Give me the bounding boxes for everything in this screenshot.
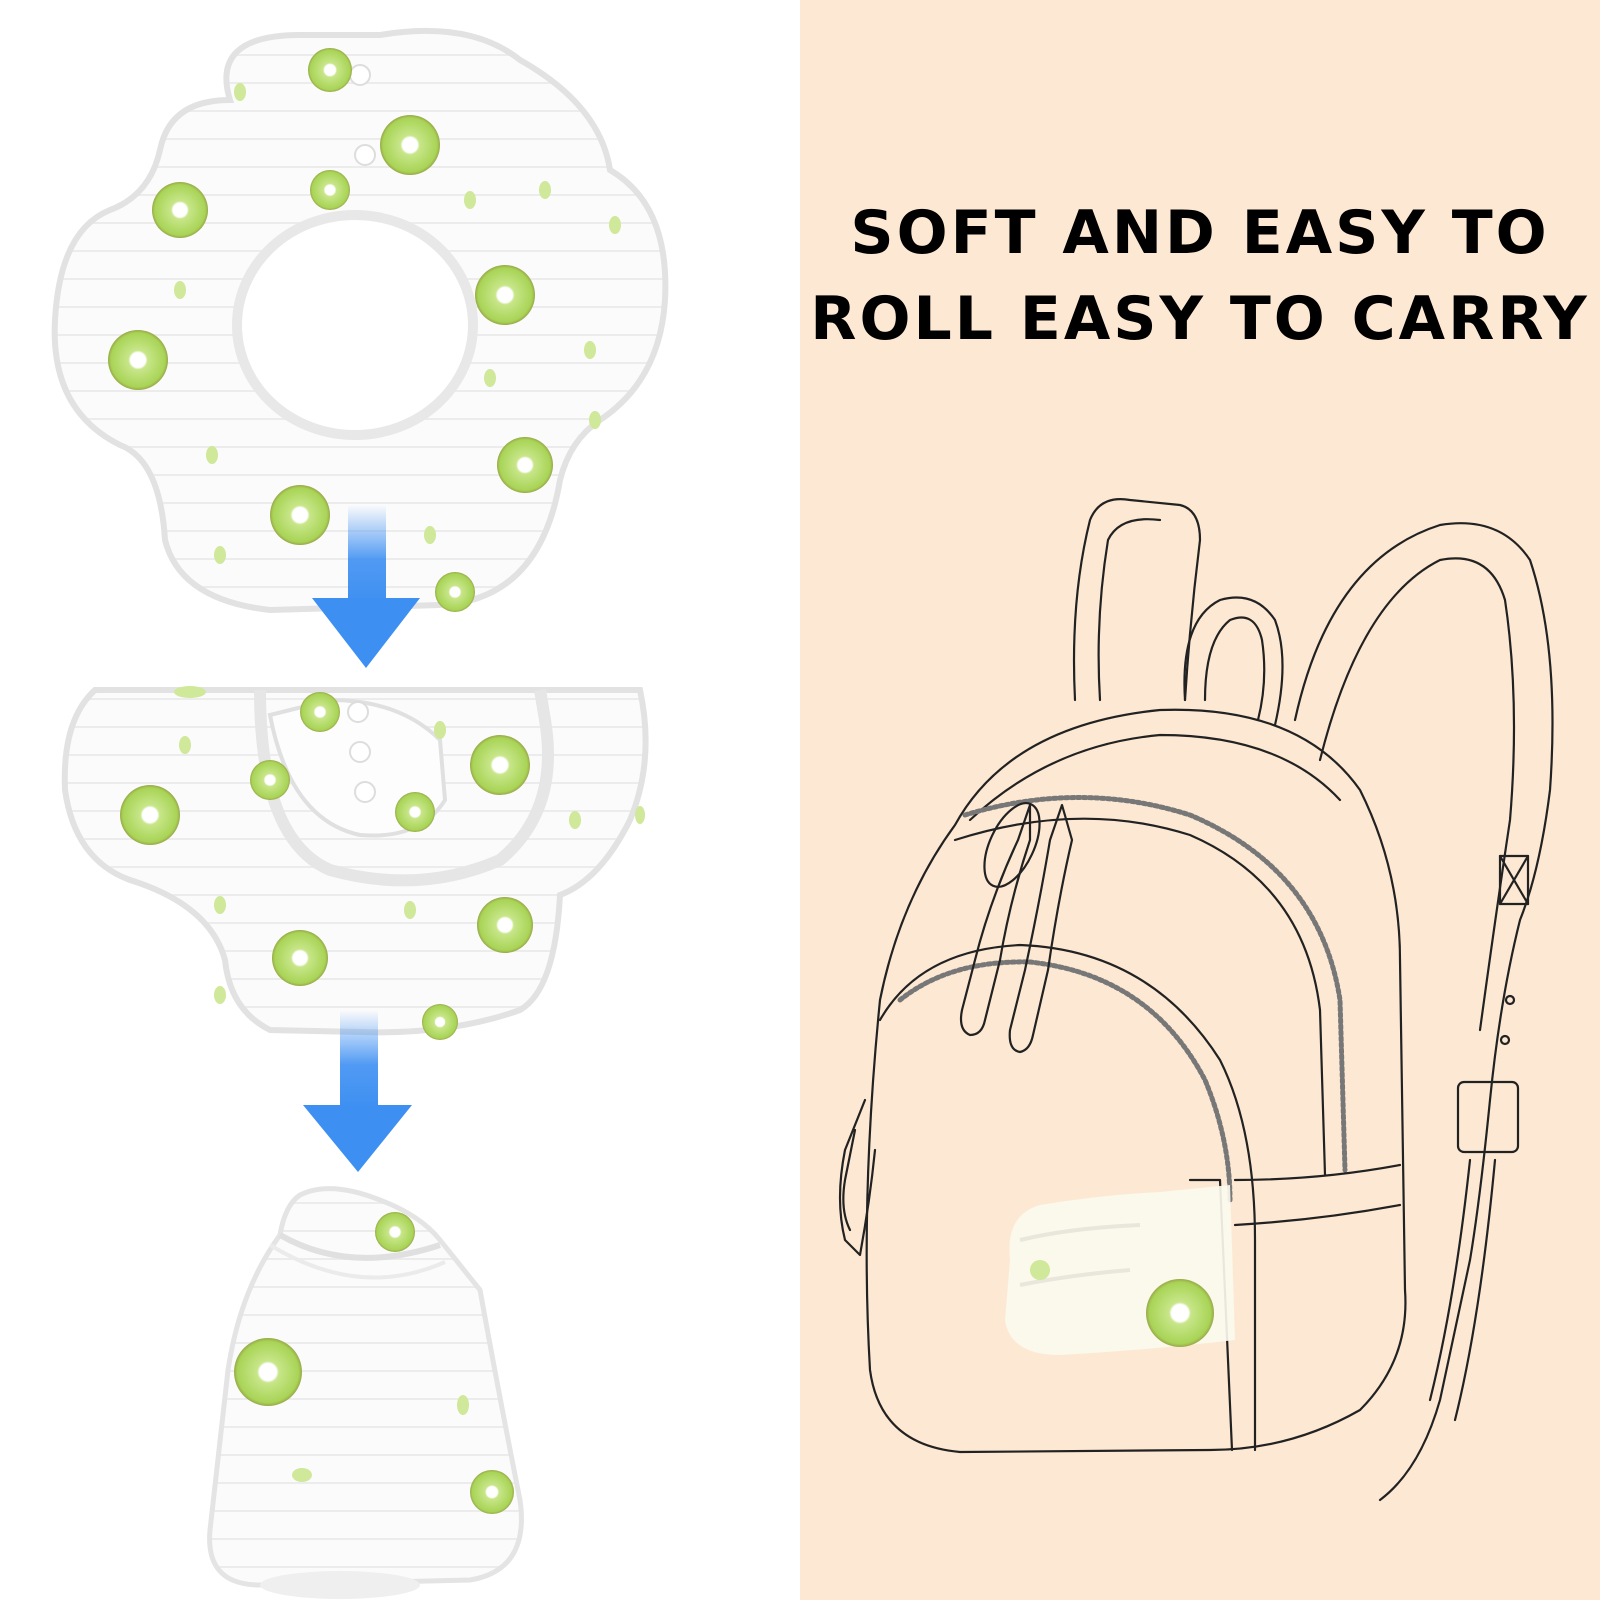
kiwi-print-icon [470, 1470, 514, 1514]
bib-flat [51, 27, 669, 614]
kiwi-print-icon [120, 785, 180, 845]
headline-line-2: ROLL EASY TO CARRY [810, 284, 1590, 354]
snap-button [349, 64, 371, 86]
kiwi-print-icon [380, 115, 440, 175]
neck-hole [232, 210, 478, 440]
kiwi-print-icon [475, 265, 535, 325]
snap-button [349, 741, 371, 763]
kiwi-print-icon [497, 437, 553, 493]
kiwi-print-icon [422, 1004, 458, 1040]
kiwi-print-icon [395, 792, 435, 832]
kiwi-print-icon [234, 1338, 302, 1406]
kiwi-print-icon [270, 485, 330, 545]
kiwi-print-icon [250, 760, 290, 800]
kiwi-print-icon [308, 48, 352, 92]
kiwi-print-icon [152, 182, 208, 238]
kiwi-print-icon [477, 897, 533, 953]
headline: SOFT AND EASY TO ROLL EASY TO CARRY [800, 190, 1600, 362]
kiwi-print-icon [470, 735, 530, 795]
kiwi-print-icon [300, 692, 340, 732]
bib-rolled [207, 1186, 524, 1599]
down-arrow-icon [303, 1010, 412, 1172]
snap-button [354, 144, 376, 166]
kiwi-print-icon [310, 170, 350, 210]
snap-button [354, 781, 376, 803]
kiwi-print-icon [375, 1212, 415, 1252]
snap-button [347, 701, 369, 723]
headline-line-1: SOFT AND EASY TO [850, 198, 1550, 268]
down-arrow-icon [312, 505, 420, 668]
kiwi-print-icon [108, 330, 168, 390]
kiwi-print-icon [272, 930, 328, 986]
kiwi-print-icon [435, 572, 475, 612]
bib-folded [61, 686, 649, 1040]
